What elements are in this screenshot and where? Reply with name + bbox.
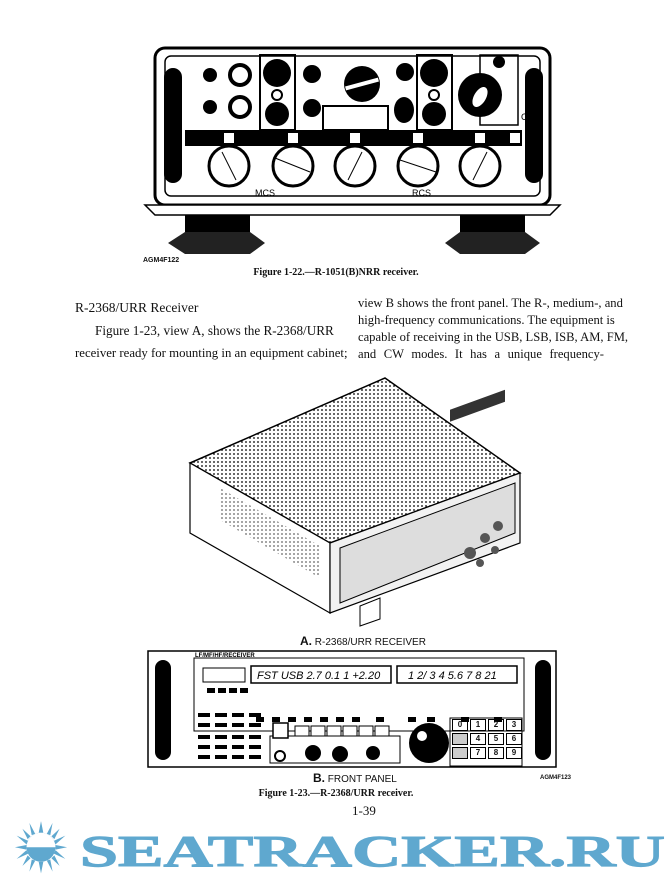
display-left: FST USB 2.7 0.1 1 +2.20 (257, 670, 381, 682)
view-a-letter: A. (300, 634, 312, 648)
right-para-line-3: capable of receiving in the USB, LSB, IS… (358, 330, 629, 344)
keypad: 0 1 2 3 4 5 6 7 8 9 (452, 719, 524, 759)
sun-icon (14, 821, 68, 874)
cps-label: CPS (521, 112, 540, 122)
view-b-letter: B. (313, 771, 325, 785)
key-2: 2 (488, 719, 504, 731)
watermark-text: SEATRACKER.RU (80, 827, 665, 875)
seatracker-watermark-logo: SEATRACKER.RU (14, 821, 666, 875)
right-para-line-4: and CW modes. It has a unique frequency- (358, 347, 604, 361)
figure-1-22-illustration: MCS RCS CPS (143, 46, 562, 254)
left-para-line-2: receiver ready for mounting in an equipm… (75, 346, 348, 360)
right-para-line-2: high-frequency communications. The equip… (358, 313, 615, 327)
section-heading: R-2368/URR Receiver (75, 300, 199, 315)
figure-1-22-caption: Figure 1-22.—R-1051(B)NRR receiver. (253, 267, 419, 278)
page-number: 1-39 (352, 803, 376, 818)
key-4: 4 (470, 733, 486, 745)
key-7: 7 (470, 747, 486, 759)
key-blank-1 (452, 733, 468, 745)
view-a-label: A. R-2368/URR RECEIVER (300, 634, 426, 650)
view-a-title: R-2368/URR RECEIVER (314, 637, 426, 648)
left-para-line-1: Figure 1-23, view A, shows the R-2368/UR… (95, 323, 334, 338)
view-b-title: FRONT PANEL (327, 774, 397, 785)
figure-1-23-art-code: AGM4F123 (540, 775, 572, 781)
panel-title: LF/MF/HF/RECEIVER (195, 653, 255, 659)
view-b-label: B. FRONT PANEL (313, 771, 397, 787)
key-blank-2 (452, 747, 468, 759)
rcs-label: RCS (412, 188, 431, 198)
key-1: 1 (470, 719, 486, 731)
key-3: 3 (506, 719, 522, 731)
figure-1-23-caption: Figure 1-23.—R-2368/URR receiver. (258, 788, 414, 799)
key-6: 6 (506, 733, 522, 745)
key-9: 9 (506, 747, 522, 759)
right-para-line-1: view B shows the front panel. The R-, me… (358, 296, 623, 310)
key-0: 0 (452, 719, 468, 731)
key-5: 5 (488, 733, 504, 745)
key-8: 8 (488, 747, 504, 759)
display-right: 1 2/ 3 4 5.6 7 8 21 (408, 670, 497, 682)
mcs-label: MCS (255, 188, 275, 198)
view-a-receiver-illustration (188, 377, 522, 627)
figure-1-22-art-code: AGM4F122 (143, 257, 180, 264)
